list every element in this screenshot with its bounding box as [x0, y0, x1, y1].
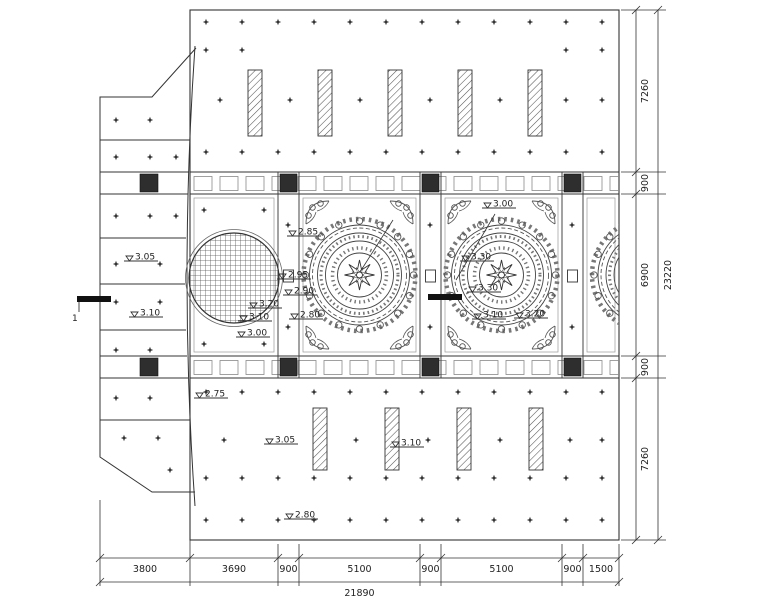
- elevation-value: 3.10: [483, 311, 503, 321]
- curved-wall: [186, 45, 196, 507]
- hatched-beams-bottom: [312, 407, 544, 471]
- dim-label: 900: [421, 564, 439, 575]
- dim-total-bottom: 21890: [344, 588, 374, 599]
- dim-label: 3690: [222, 564, 246, 575]
- dimension-labels-bottom: 3800 3690 900 5100 900 5100 900 1500 218…: [133, 564, 613, 599]
- dim-label: 900: [640, 358, 651, 376]
- dim-label: 900: [279, 564, 297, 575]
- section-number: 1: [72, 314, 78, 324]
- elevation-value: 3.05: [135, 253, 155, 263]
- section-cut-left: [77, 296, 111, 302]
- hatched-beams-top: [247, 69, 543, 137]
- dim-label: 5100: [489, 564, 513, 575]
- elevation-value: 3.30: [478, 284, 498, 294]
- elevation-value: 3.30: [471, 253, 491, 263]
- elevation-value: 3.00: [493, 200, 513, 210]
- elevation-value: 3.10: [249, 313, 269, 323]
- dim-label: 900: [563, 564, 581, 575]
- dim-label: 6900: [640, 263, 651, 287]
- elevation-value: 2.75: [205, 390, 225, 400]
- dim-label: 5100: [347, 564, 371, 575]
- left-wing: [99, 45, 197, 507]
- dim-label: 3800: [133, 564, 157, 575]
- elevation-value: 2.80: [295, 511, 315, 521]
- dimension-chain-bottom: [95, 500, 624, 587]
- elevation-value: 2.95: [288, 271, 308, 281]
- dimension-labels-right: 7260 900 6900 900 7260 23220: [640, 79, 674, 471]
- dim-total-right: 23220: [663, 260, 674, 290]
- elevation-value: 3.20: [525, 310, 545, 320]
- leader-lines: [359, 213, 496, 281]
- elevation-value: 2.80: [300, 311, 320, 321]
- dim-label: 7260: [640, 447, 651, 471]
- elevation-markers: 3.05 3.10 2.75 3.05 3.10 2.80 2.85 2.95 …: [123, 200, 549, 521]
- elevation-value: 2.85: [298, 228, 318, 238]
- elevation-value: 3.20: [259, 300, 279, 310]
- bay-dividers: [277, 172, 584, 378]
- dim-label: 1500: [589, 564, 613, 575]
- elevation-value: 3.00: [247, 329, 267, 339]
- section-cut-mid: [428, 294, 462, 300]
- elevation-value: 2.90: [294, 287, 314, 297]
- dim-label: 900: [640, 174, 651, 192]
- elevation-value: 3.10: [140, 309, 160, 319]
- column-squares: [139, 173, 582, 377]
- section-cut-markers: 1: [72, 294, 462, 324]
- dimension-chain-right: [621, 5, 666, 545]
- dim-label: 7260: [640, 79, 651, 103]
- grid-dome: [185, 229, 283, 327]
- elevation-value: 3.05: [275, 436, 295, 446]
- elevation-value: 3.10: [401, 439, 421, 449]
